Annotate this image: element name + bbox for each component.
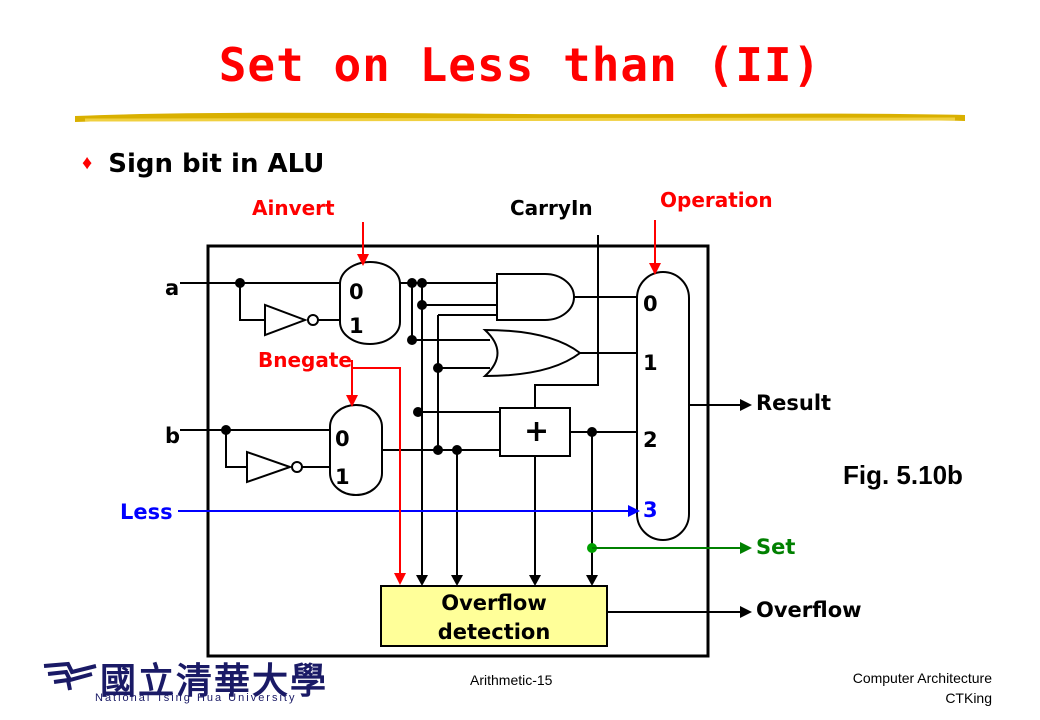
- inverter-b: [246, 450, 294, 484]
- author-name: CTKing: [945, 690, 992, 706]
- control-ainvert: Ainvert: [252, 196, 335, 220]
- footer-course-info: Computer Architecture CTKing: [853, 668, 992, 708]
- mux-a: [339, 261, 401, 345]
- output-set: Set: [756, 535, 796, 559]
- or-gate: [482, 328, 582, 378]
- mux-op-in3: 3: [643, 498, 658, 522]
- mux-op-in2: 2: [643, 428, 658, 452]
- output-overflow: Overflow: [756, 598, 862, 622]
- adder-symbol: +: [524, 414, 550, 449]
- control-bnegate: Bnegate: [258, 348, 352, 372]
- page-label: Arithmetic-15: [470, 672, 553, 688]
- alu-outline: [206, 244, 710, 658]
- mux-a-in1: 1: [349, 314, 364, 338]
- mux-b-in1: 1: [335, 465, 350, 489]
- mux-op-in0: 0: [643, 292, 658, 316]
- input-b: b: [165, 424, 181, 448]
- figure-label: Fig. 5.10b: [843, 460, 963, 490]
- bullet-text: Sign bit in ALU: [108, 149, 325, 179]
- bullet-item: ♦ Sign bit in ALU: [82, 148, 324, 179]
- mux-op-in1: 1: [643, 351, 658, 375]
- input-less: Less: [120, 500, 173, 524]
- input-a: a: [165, 276, 180, 300]
- slide-title: Set on Less than (II): [218, 38, 822, 92]
- control-carryin: CarryIn: [510, 196, 593, 220]
- bnegate-wire: [352, 367, 401, 575]
- title-underline: [75, 112, 965, 122]
- overflow-box-line2: detection: [437, 620, 551, 644]
- overflow-box-line1: Overflow: [441, 591, 547, 615]
- and-gate: [496, 273, 575, 321]
- course-name: Computer Architecture: [852, 670, 992, 686]
- output-result: Result: [756, 391, 832, 415]
- overflow-detection-box: Overflow detection: [380, 585, 608, 647]
- university-name-en: National Tsing Hua University: [95, 692, 297, 704]
- inverter-a: [264, 303, 308, 337]
- control-operation: Operation: [660, 188, 773, 212]
- university-logo-icon: [43, 661, 97, 691]
- diamond-bullet-icon: ♦: [82, 152, 93, 174]
- mux-a-in0: 0: [349, 280, 364, 304]
- mux-b-in0: 0: [335, 427, 350, 451]
- university-name-zh: 國立清華大學: [100, 660, 329, 702]
